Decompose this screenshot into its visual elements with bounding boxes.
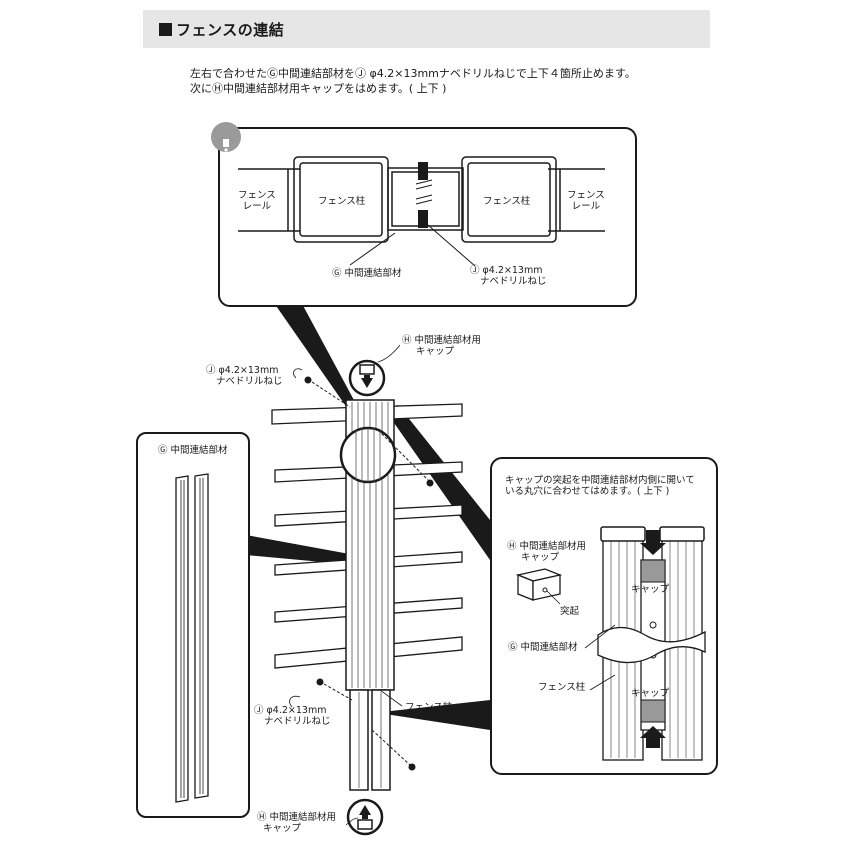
g-part-box	[136, 432, 250, 818]
h-top-label: Ⓗ 中間連結部材用キャップ	[402, 335, 482, 357]
instruction-line-1: 左右で合わせたⒼ中間連結部材をⒿ φ4.2×13mmナベドリルねじで上下４箇所止…	[190, 67, 636, 80]
instruction-line-2: 次にⒽ中間連結部材用キャップをはめます。( 上下 )	[190, 82, 447, 95]
section-title: フェンスの連結	[176, 21, 285, 39]
rail-left-label: フェンスレール	[238, 190, 276, 212]
protrusion-label: 突起	[560, 606, 580, 617]
cap-bottom-label: キャップ	[631, 688, 670, 699]
h-bottom-label: Ⓗ 中間連結部材用キャップ	[257, 812, 337, 834]
cap-top-label: キャップ	[631, 584, 670, 595]
post-right-label: フェンス柱	[483, 196, 531, 207]
detail-post-label: フェンス柱	[538, 682, 586, 693]
detail-g-label: Ⓖ 中間連結部材	[508, 642, 578, 653]
fence-post-label: フェンス柱	[405, 702, 453, 713]
point-g-label: Ⓖ 中間連結部材	[332, 268, 402, 279]
header-square-icon	[159, 23, 172, 36]
rail-right-label: フェンスレール	[567, 190, 605, 212]
point-badge-icon	[211, 122, 241, 152]
detail-description: キャップの突起を中間連結部材内側に開いている丸穴に合わせてはめます。( 上下 )	[505, 475, 695, 497]
detail-h-label: Ⓗ 中間連結部材用キャップ	[507, 541, 587, 563]
section-header: フェンスの連結	[143, 10, 710, 48]
g-part-label: Ⓖ 中間連結部材	[158, 445, 228, 456]
post-left-label: フェンス柱	[318, 196, 366, 207]
